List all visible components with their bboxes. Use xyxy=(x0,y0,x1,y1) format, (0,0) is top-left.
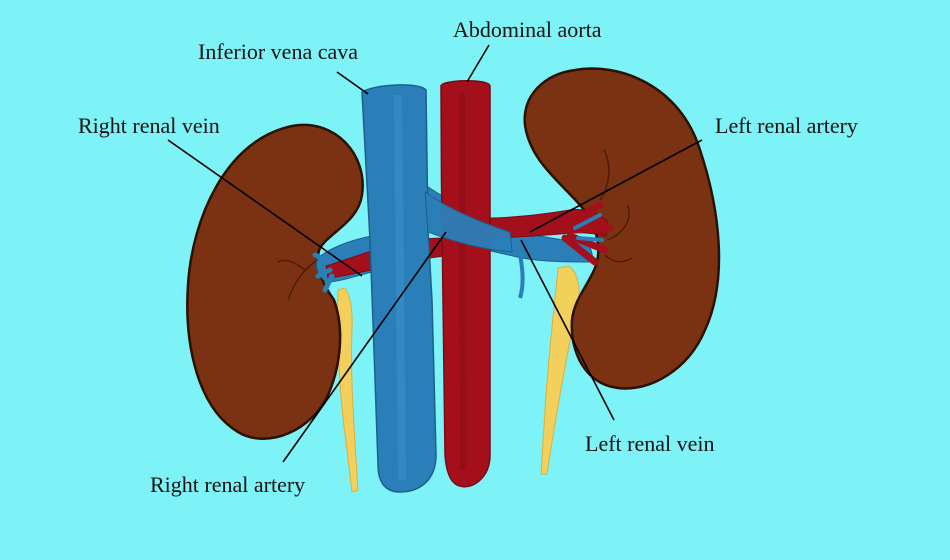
leader-right-renal-artery xyxy=(282,231,447,463)
label-abdominal-aorta: Abdominal aorta xyxy=(453,17,602,42)
left-hilum-artery-branches xyxy=(561,201,614,266)
right-kidney xyxy=(186,123,364,440)
right-hilum-branches xyxy=(312,252,335,293)
aorta-highlight xyxy=(459,91,466,471)
leader-left-renal-vein xyxy=(520,239,615,421)
leader-left-renal-artery xyxy=(529,139,703,233)
left-renal-vein-branch xyxy=(518,254,525,299)
leader-abdominal-aorta xyxy=(466,44,490,83)
leader-right-renal-vein xyxy=(167,139,363,277)
left-ureter xyxy=(540,265,580,475)
right-ureter xyxy=(336,287,359,493)
left-kidney-vessel-texture xyxy=(599,149,633,263)
ivc-highlight xyxy=(394,94,406,481)
right-kidney-vessel-texture xyxy=(277,257,321,301)
left-renal-vein-crossing xyxy=(424,190,513,253)
leader-inferior-vena-cava xyxy=(336,71,369,95)
label-left-renal-vein: Left renal vein xyxy=(585,431,715,456)
label-inferior-vena-cava: Inferior vena cava xyxy=(198,39,359,64)
left-hilum-vein-branches xyxy=(573,213,604,242)
left-kidney xyxy=(523,67,721,390)
label-left-renal-artery: Left renal artery xyxy=(715,113,858,138)
label-right-renal-vein: Right renal vein xyxy=(78,113,220,138)
leader-lines xyxy=(167,44,703,463)
label-right-renal-artery: Right renal artery xyxy=(150,472,306,497)
